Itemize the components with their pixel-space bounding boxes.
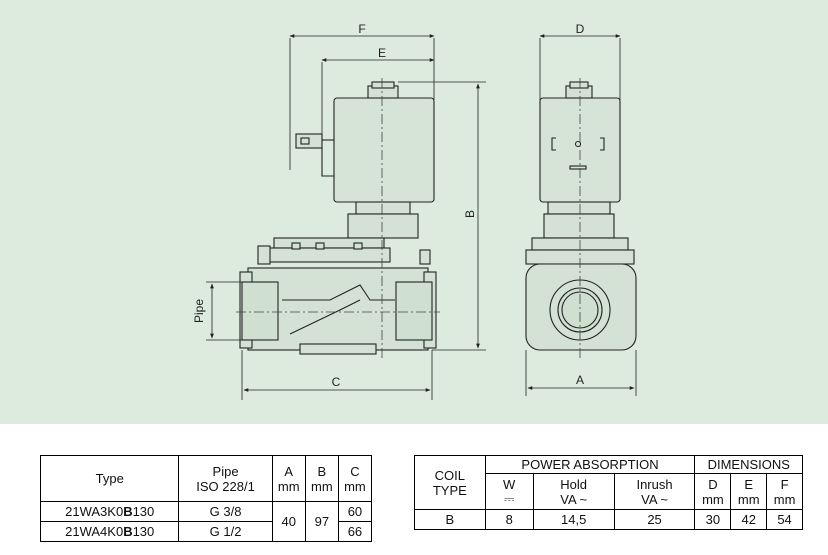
dim-label-c: C — [332, 375, 341, 389]
header-c: C mm — [337, 455, 373, 502]
dc-symbol-icon: ⎓ — [503, 491, 515, 507]
header-inrush-label: Inrush — [636, 476, 673, 492]
dim-label-a: A — [576, 373, 584, 387]
header-inrush-unit: VA ~ — [641, 491, 668, 507]
header-d-label: D — [708, 476, 718, 492]
row-inrush: 25 — [613, 509, 696, 530]
valve-drawing-svg: F E D B C A Pipe — [192, 22, 637, 400]
header-c-label: C — [350, 463, 360, 479]
header-dimensions: DIMENSIONS — [694, 455, 803, 474]
header-b-unit: mm — [310, 478, 333, 494]
row1-type: 21WA3K0B130 — [39, 501, 180, 522]
row-coil: B — [414, 509, 486, 530]
header-pipe-line2: ISO 228/1 — [196, 478, 255, 494]
row-e: 42 — [730, 509, 768, 530]
header-f-label: F — [780, 476, 789, 492]
dim-label-b: B — [463, 210, 477, 218]
row-w: 8 — [484, 509, 534, 530]
header-pipe: Pipe ISO 228/1 — [178, 455, 273, 502]
row1-pipe: G 3/8 — [178, 501, 273, 522]
header-d: D mm — [694, 473, 732, 510]
dimension-lines — [206, 34, 637, 400]
header-f: F mm — [766, 473, 803, 510]
valve-side-view — [525, 81, 637, 351]
header-b: B mm — [304, 455, 339, 502]
header-w-label: W — [503, 476, 516, 492]
header-power-absorption: POWER ABSORPTION — [484, 455, 696, 474]
header-c-unit: mm — [344, 478, 366, 494]
dim-label-d: D — [576, 22, 585, 36]
header-a-unit: mm — [277, 478, 300, 494]
header-a-label: A — [284, 463, 294, 479]
header-coil-line1: COIL — [434, 467, 465, 483]
dim-label-e: E — [378, 46, 386, 60]
header-pipe-line1: Pipe — [212, 463, 239, 479]
dim-label-f: F — [358, 22, 365, 36]
shared-a: 40 — [271, 501, 306, 542]
row-hold: 14,5 — [532, 509, 615, 530]
header-w: W ⎓ — [484, 473, 534, 510]
row2-pipe: G 1/2 — [178, 521, 273, 542]
header-hold: Hold VA ~ — [532, 473, 615, 510]
header-e: E mm — [730, 473, 768, 510]
row-f: 54 — [766, 509, 803, 530]
header-e-label: E — [744, 476, 754, 492]
row2-c: 66 — [337, 521, 373, 542]
row2-type: 21WA4K0B130 — [39, 521, 180, 542]
table-row: 21WA3K0B130 G 3/8 40 97 60 — [39, 501, 373, 542]
header-hold-label: Hold — [560, 476, 588, 492]
header-type: Type — [39, 455, 180, 502]
power-absorption-table: COIL TYPE POWER ABSORPTION DIMENSIONS W … — [414, 455, 803, 530]
header-inrush: Inrush VA ~ — [613, 473, 696, 510]
shared-b: 97 — [304, 501, 339, 542]
table-row: B 8 14,5 25 30 42 54 — [414, 509, 803, 530]
technical-drawing: F E D B C A Pipe — [0, 0, 828, 424]
dim-label-pipe: Pipe — [192, 299, 206, 323]
row-d: 30 — [694, 509, 732, 530]
dimensions-table: Type Pipe ISO 228/1 A mm B mm C mm 21WA3… — [39, 455, 373, 542]
table-row: 21WA4K0B130 G 1/2 66 — [39, 521, 373, 542]
header-b-label: B — [317, 463, 327, 479]
header-coil-type: COIL TYPE — [414, 455, 486, 510]
row1-c: 60 — [337, 501, 373, 522]
header-f-unit: mm — [773, 491, 796, 507]
header-coil-line2: TYPE — [432, 482, 467, 498]
header-e-unit: mm — [737, 491, 760, 507]
header-d-unit: mm — [702, 491, 724, 507]
valve-front-view — [239, 81, 437, 355]
header-a: A mm — [271, 455, 306, 502]
header-hold-unit: VA ~ — [560, 491, 588, 507]
